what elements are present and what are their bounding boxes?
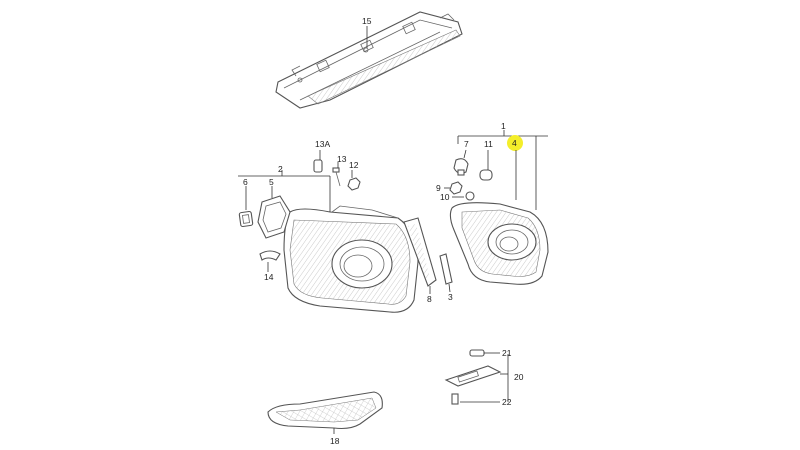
callout-21: 21 — [502, 348, 512, 358]
washer-10 — [452, 191, 475, 201]
callout-18: 18 — [330, 436, 340, 446]
nut-9 — [444, 181, 463, 195]
callout-3: 3 — [448, 292, 453, 302]
reflector-3 — [439, 253, 453, 293]
callout-4: 4 — [512, 138, 517, 148]
callout-4-highlight[interactable]: 4 — [507, 135, 523, 151]
fastener-13a — [313, 150, 323, 173]
screw-22 — [451, 393, 500, 405]
inner-tail-light-4 — [449, 202, 549, 285]
callout-7: 7 — [464, 139, 469, 149]
callout-5: 5 — [269, 177, 274, 187]
callout-15: 15 — [362, 16, 372, 26]
callout-2: 2 — [278, 164, 283, 174]
trim-piece-14 — [259, 250, 281, 272]
gasket-6 — [238, 186, 254, 228]
callout-10: 10 — [440, 192, 450, 202]
callout-9: 9 — [436, 183, 441, 193]
trim-strip-8 — [403, 217, 437, 294]
callout-6: 6 — [243, 177, 248, 187]
bulb-holder-7 — [453, 149, 469, 176]
bulb-21 — [469, 349, 500, 357]
seal-5 — [257, 186, 291, 239]
reflector-18 — [267, 391, 383, 434]
callout-1: 1 — [501, 121, 506, 131]
screw-13 — [332, 162, 341, 187]
bulb-11 — [479, 150, 493, 181]
callout-22: 22 — [502, 397, 512, 407]
callout-12: 12 — [349, 160, 359, 170]
plate-light-20 — [444, 365, 508, 387]
callout-13a: 13A — [315, 139, 330, 149]
callout-14: 14 — [264, 272, 274, 282]
callout-8: 8 — [427, 294, 432, 304]
group-bracket-1 — [457, 130, 548, 210]
nut-12 — [347, 170, 361, 191]
callout-20: 20 — [514, 372, 524, 382]
outer-tail-light-2 — [283, 205, 419, 313]
group-bracket-2 — [238, 170, 331, 212]
callout-13: 13 — [337, 154, 347, 164]
callout-11: 11 — [484, 139, 493, 149]
third-brake-light-15 — [275, 11, 463, 109]
